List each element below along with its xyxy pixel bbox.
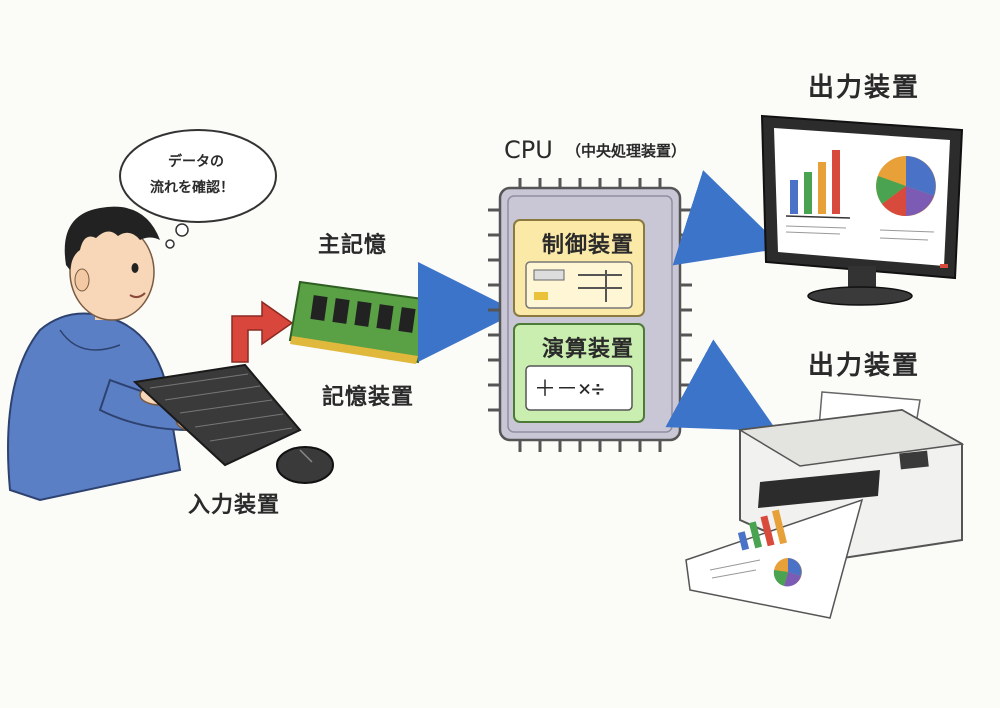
cpu-subtitle: （中央処理装置）: [566, 142, 686, 160]
keyboard-icon: [132, 363, 302, 467]
input-arrow: [231, 300, 294, 363]
thought-bubble: データの 流れを確認！: [119, 129, 277, 249]
cpu-to-monitor-arrow: [672, 170, 784, 266]
thought-line1: データの: [168, 153, 224, 170]
ram-module-icon: [288, 280, 432, 364]
arithmetic-unit-label: 演算装置: [542, 336, 634, 362]
mouse-icon: [276, 446, 334, 484]
input-device-label: 入力装置: [188, 493, 280, 518]
printer-icon: [685, 391, 965, 619]
control-unit-label: 制御装置: [542, 232, 634, 258]
output-printer-label: 出力装置: [808, 351, 920, 381]
cpu-chip-icon: 制御装置 演算装置 ＋－×÷: [488, 178, 692, 452]
operators-text: ＋－×÷: [534, 377, 605, 402]
monitor-icon: [760, 114, 964, 306]
student-icon: [7, 206, 221, 502]
thought-line2: 流れを確認！: [150, 179, 234, 196]
cpu-title: CPU: [504, 136, 553, 164]
output-monitor-label: 出力装置: [808, 73, 920, 103]
storage-label: 記憶装置: [322, 384, 414, 410]
cpu-to-printer-arrow: [665, 339, 778, 432]
main-memory-label: 主記憶: [318, 232, 387, 258]
